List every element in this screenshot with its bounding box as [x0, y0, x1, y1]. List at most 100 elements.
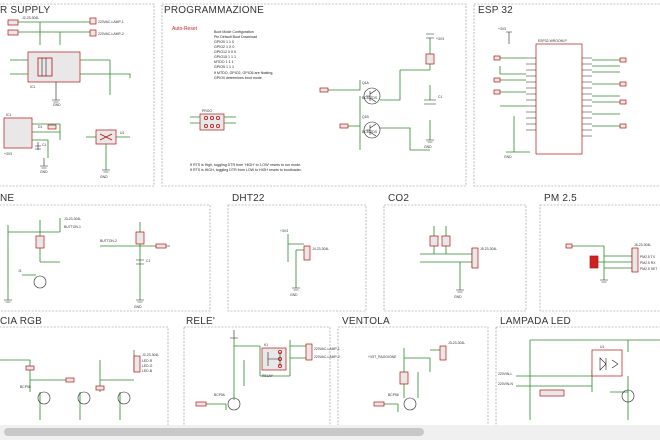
reset-note-1: If RTS is HIGH, toggling DTR from LOW to…: [190, 168, 302, 172]
k1-label: K1: [264, 343, 268, 347]
rele-out1: 220VAC-LAMP-1: [314, 347, 340, 351]
relay-label: RELAY: [262, 374, 274, 378]
frame-co2: [383, 204, 527, 312]
v33-esp: +3V3: [498, 27, 506, 31]
rgb-q-type: BCP56: [20, 385, 31, 389]
gnd-ps-1: GND: [53, 103, 61, 107]
converter-label: IC1: [30, 85, 35, 89]
q1b-type: BC817DS: [362, 130, 378, 134]
horizontal-scrollbar[interactable]: [0, 425, 660, 440]
gnd-esp: GND: [504, 155, 512, 159]
c1-label: C1: [42, 143, 46, 147]
c1-one-label: C1: [146, 259, 150, 263]
rgb-circuit: J2-23-304L LED-R LED-G LED-B BCP56: [0, 350, 159, 420]
rail-label-1: J2-23-304L: [22, 16, 39, 20]
boot-mode-title: Boot Mode Configuration: [214, 30, 254, 34]
button1-label: BUTTON-1: [64, 225, 81, 229]
programmazione-circuit: Auto-Reset Boot Mode Configuration Pin D…: [172, 26, 444, 172]
u1-label: U1: [120, 131, 124, 135]
section-title-pm25: PM 2.5: [544, 193, 577, 204]
dht22-circuit: J4-23-304L GND +3V3: [280, 229, 329, 297]
ventola-circuit: J3-23-304L +V5T_RAGGIONE BCP56: [368, 341, 465, 412]
section-title-rgb: CIA RGB: [0, 316, 42, 327]
power-supply-circuit: 220VAC-LAMP-1 220VAC-LAMP-2 J2-23-304L I…: [3, 16, 131, 179]
rgb-header: J2-23-304L: [142, 353, 159, 357]
co2-circuit: J5-23-304L GND: [420, 226, 497, 299]
q1a-label: Q1A: [362, 81, 370, 85]
gnd-prog: GND: [424, 145, 432, 149]
boot-row-3: GPIO12 0 0 0: [214, 50, 236, 54]
frame-rgb: [0, 326, 169, 428]
auto-reset-label: Auto-Reset: [172, 26, 198, 32]
rgb-led-g: LED-G: [142, 364, 153, 368]
d1-label: D1: [38, 125, 42, 129]
co2-header: J5-23-304L: [480, 247, 497, 251]
button1-header: J3-23-304L: [64, 217, 81, 221]
rele-q-type: BCP56: [214, 393, 225, 397]
frame-dht22: [227, 204, 367, 312]
ventola-supply: +V5T_RAGGIONE: [368, 355, 397, 359]
section-title-esp32: ESP 32: [478, 5, 513, 16]
frame-programmazione: [161, 3, 467, 187]
j1-label: J1: [18, 269, 22, 273]
frame-esp32: [473, 3, 660, 187]
frame-ventola: [337, 326, 489, 428]
q1b-label: Q1B: [362, 115, 370, 119]
dht22-header: J4-23-304L: [312, 247, 329, 251]
pm25-set: PM2.5 SET: [640, 267, 657, 271]
button2-label: BUTTON-2: [100, 239, 117, 243]
section-title-power-supply: R SUPPLY: [0, 5, 50, 16]
section-title-one: NE: [0, 193, 14, 204]
boot-row-0: Pin Default Boot Download: [214, 35, 257, 39]
pm25-circuit: J6-23-304L PM2.5 TX PM2.5 RX PM2.5 SET: [565, 243, 657, 283]
rgb-led-r: LED-R: [142, 359, 153, 363]
esp32-module-label: ESP32-WROOM-P: [538, 39, 568, 43]
q1a-type: BC817DS: [362, 96, 378, 100]
gnd-co2: GND: [454, 295, 462, 299]
lamp2-label: 220VAC-LAMP-2: [98, 32, 124, 36]
frame-rele: [183, 326, 331, 428]
ventola-header: J3-23-304L: [448, 341, 465, 345]
frame-pm25: [539, 204, 660, 312]
rgb-led-b: LED-B: [142, 369, 153, 373]
prog-header-label: PROG: [202, 109, 212, 113]
section-title-co2: CO2: [388, 193, 409, 204]
section-title-lampada: LAMPADA LED: [500, 316, 571, 327]
boot-row-4: GPIO15 1 1 1: [214, 55, 236, 59]
boot-note-0: If MTDO, GPIO2, GPIO5 are floating,: [214, 71, 273, 75]
v33-ps: +3V3: [4, 152, 12, 156]
v33-prog: +3V3: [436, 37, 444, 41]
boot-row-6: GPIO5 1 1 1: [214, 65, 234, 69]
esp32-circuit: ESP32-WROOM-P +3V3 GND: [493, 27, 627, 159]
pm25-header: J6-23-304L: [634, 243, 651, 247]
section-title-dht22: DHT22: [232, 193, 265, 204]
ic1-label: IC1: [6, 113, 11, 117]
rele-circuit: K1 RELAY 220VAC-LAMP-1 220VAC-LAMP-2 BCP…: [195, 330, 340, 411]
boot-row-1: GPIO0 1 1 0: [214, 40, 234, 44]
rele-out2: 220VAC-LAMP-2: [314, 355, 340, 359]
lamp-in-l: 220VIN-L: [498, 372, 512, 376]
lamp-u1-label: U1: [600, 345, 604, 349]
boot-row-5: MTDO 1 1 1: [214, 60, 234, 64]
pm25-tx: PM2.5 TX: [640, 255, 656, 259]
buttons-circuit: J3-23-304L BUTTON-1 BUTTON-2 C1 J1 GND: [4, 217, 170, 309]
reset-note-0: If RTS is High, toggling DTR from 'HIGH'…: [190, 163, 301, 167]
frame-power-supply: [0, 3, 155, 187]
gnd-ps-3: GND: [100, 175, 108, 179]
frame-lampada: [495, 326, 660, 428]
pm25-rx: PM2.5 RX: [640, 261, 656, 265]
boot-note-1: GPIO0 determines boot mode: [214, 76, 262, 80]
lamp-in-n: 220VIN-N: [498, 382, 513, 386]
scrollbar-thumb[interactable]: [4, 428, 424, 436]
frame-one: [0, 204, 211, 312]
gnd-one: GND: [134, 305, 142, 309]
section-title-ventola: VENTOLA: [342, 316, 390, 327]
section-title-rele: RELE': [186, 316, 215, 327]
gnd-ps-2: GND: [40, 170, 48, 174]
ventola-q-type: BCP56: [388, 393, 399, 397]
v33-dht: +3V3: [280, 229, 288, 233]
lampada-circuit: 220VIN-L 220VIN-N U1: [498, 339, 660, 420]
gnd-dht: GND: [290, 293, 298, 297]
lamp1-label: 220VAC-LAMP-1: [98, 20, 124, 24]
